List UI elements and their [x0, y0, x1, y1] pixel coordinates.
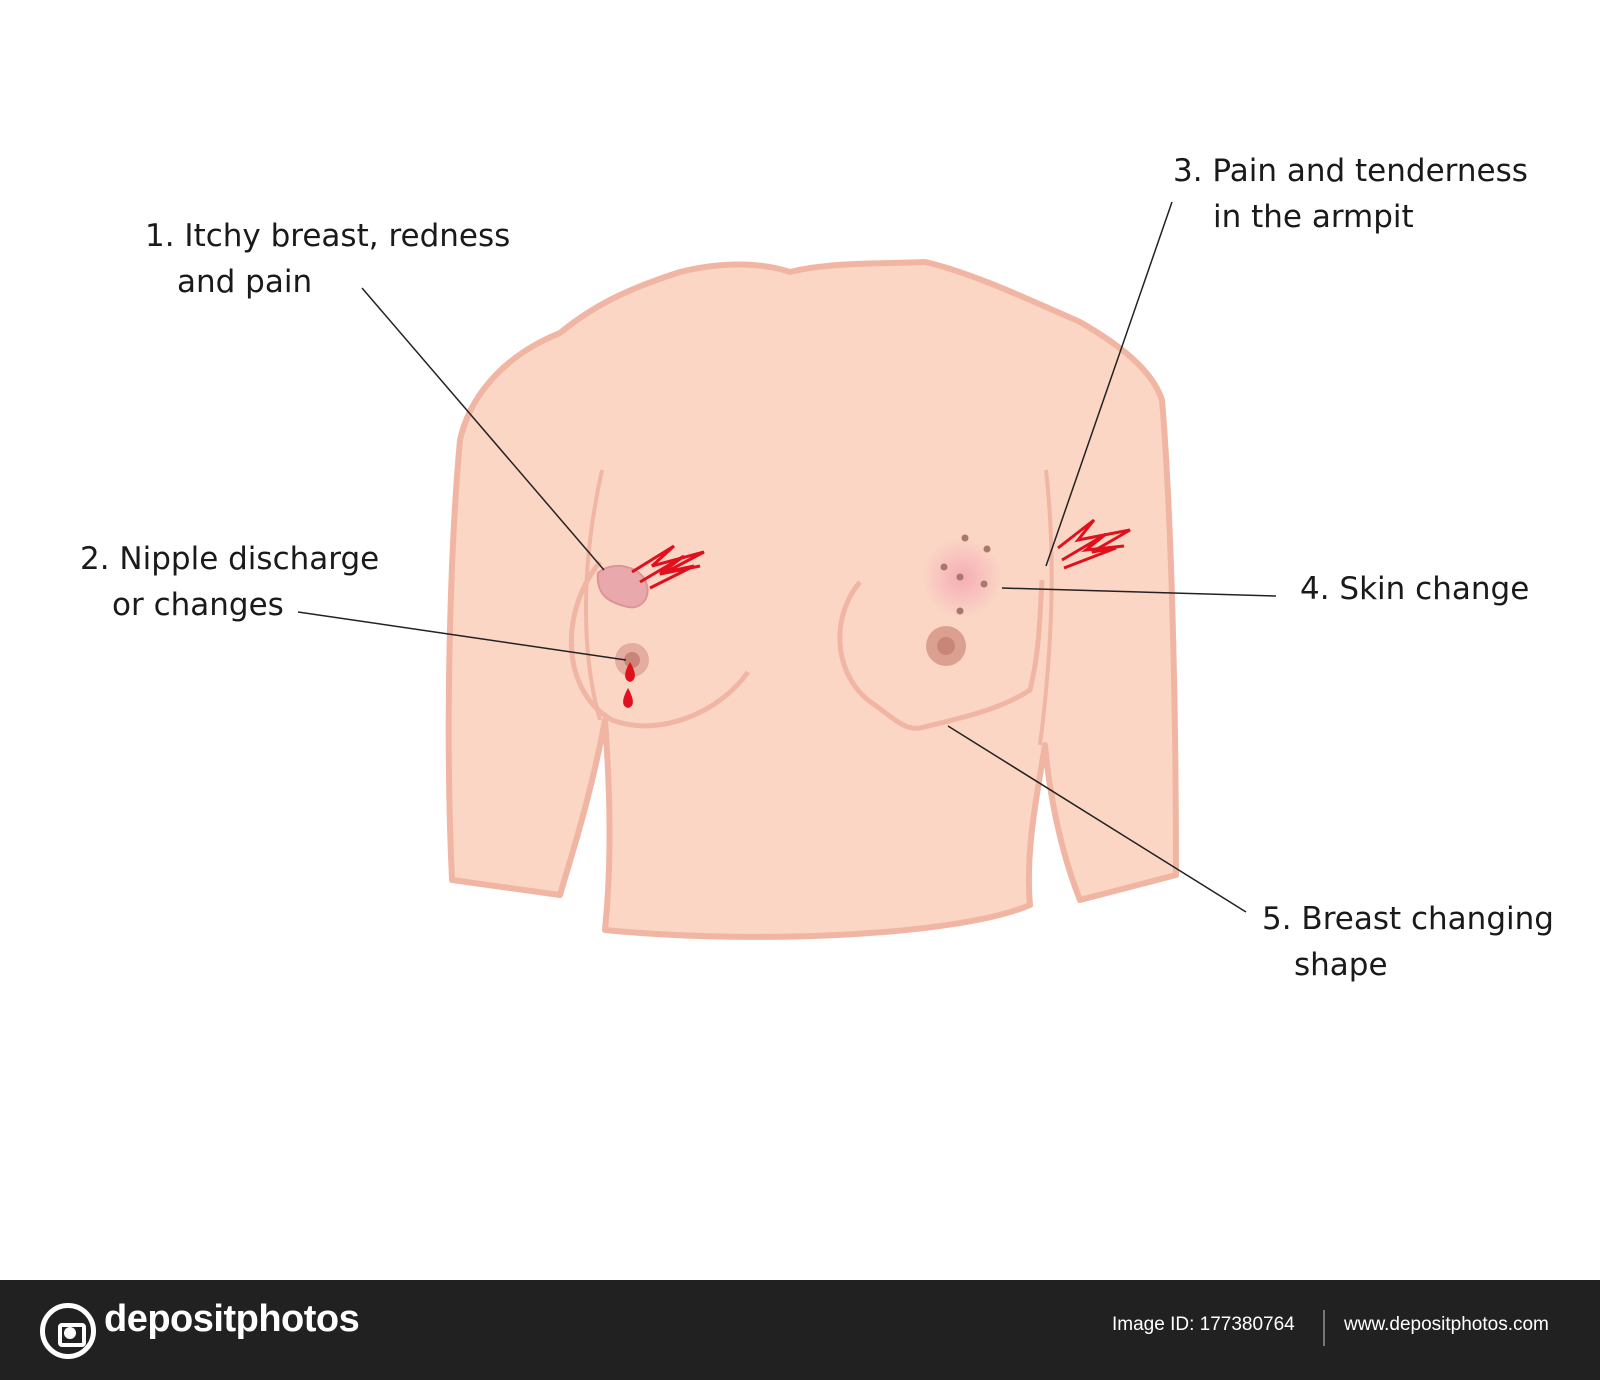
blood-drop-lower: [623, 688, 633, 708]
brand-logo-text: depositphotos: [104, 1298, 360, 1340]
rash-patch: [596, 565, 649, 609]
watermark-footer: depositphotos Image ID: 177380764 www.de…: [0, 1280, 1600, 1380]
blood-drop-upper: [625, 662, 635, 682]
leader-lines: [297, 201, 1277, 913]
torso: [445, 259, 1179, 940]
left-nipple: [937, 637, 955, 655]
image-id: Image ID: 177380764: [1112, 1314, 1295, 1335]
breast-symptoms-diagram: [297, 201, 1277, 940]
footer-divider: [1323, 1310, 1325, 1346]
leader-line-1: [361, 287, 605, 571]
leader-line-5: [947, 725, 1247, 913]
pain-mark-armpit: [1057, 518, 1131, 570]
right-nipple: [624, 652, 640, 668]
leader-line-2: [297, 611, 627, 661]
right-arm-fold: [584, 469, 604, 721]
label-skin-change: 4. Skin change: [1300, 571, 1530, 607]
leader-line-3: [1045, 201, 1173, 567]
label-nipple-discharge: 2. Nipple discharge or changes: [80, 541, 380, 623]
camera-aperture-icon: [40, 1303, 96, 1359]
skin-dots: [940, 534, 991, 615]
left-arm-fold: [1038, 469, 1054, 746]
pain-mark-breast: [631, 544, 705, 590]
left-breast-outline: [837, 579, 1045, 731]
site-url: www.depositphotos.com: [1344, 1314, 1549, 1335]
leader-line-4: [1001, 587, 1277, 597]
label-breast-shape: 5. Breast changing shape: [1262, 901, 1554, 983]
label-itchy-breast: 1. Itchy breast, redness and pain: [145, 218, 511, 300]
right-breast-outline: [568, 560, 751, 729]
label-armpit-pain: 3. Pain and tenderness in the armpit: [1173, 153, 1528, 235]
